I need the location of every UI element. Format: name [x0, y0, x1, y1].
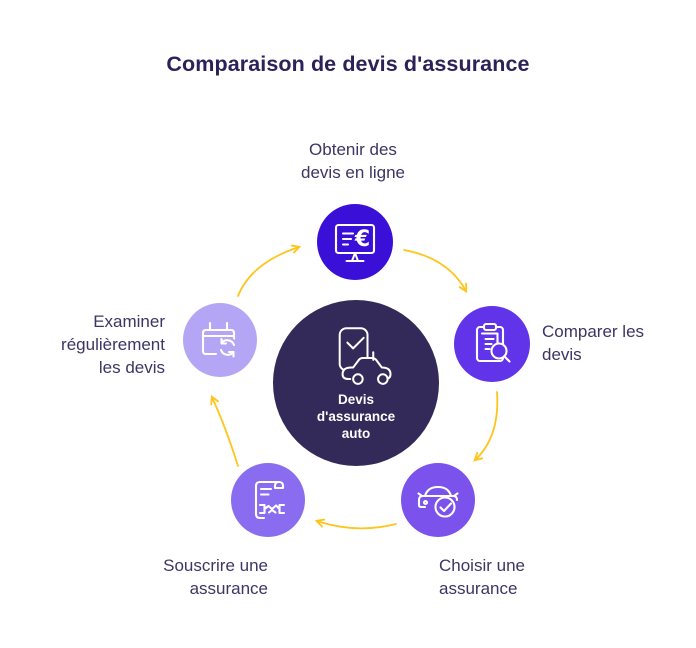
step-label-obtenir-devis: Obtenir des devis en ligne: [301, 140, 405, 182]
page-title: Comparaison de devis d'assurance: [166, 52, 530, 76]
phone-check-car-icon: [338, 326, 392, 385]
arrow-obtenir-to-comparer: [403, 249, 468, 294]
step-circle-choisir-assurance: [401, 463, 475, 537]
monitor-euro-icon: €: [334, 223, 376, 262]
hub-circle: Devis d'assurance auto: [273, 300, 439, 466]
step-label-souscrire-assurance: Souscrire une assurance: [163, 556, 268, 598]
contract-handshake-icon: [254, 480, 286, 520]
step-circle-obtenir-devis: €: [317, 204, 393, 280]
step-circle-examiner-devis: [183, 303, 257, 377]
step-circle-comparer-devis: [454, 306, 530, 382]
arrow-examiner-to-obtenir: [237, 244, 302, 297]
step-label-examiner-devis: Examiner régulièrement les devis: [61, 312, 165, 377]
car-check-icon: [417, 485, 459, 518]
arrow-comparer-to-choisir: [473, 391, 499, 462]
calendar-refresh-icon: [201, 321, 238, 358]
arrow-choisir-to-souscrire: [314, 518, 397, 530]
clipboard-search-icon: [475, 322, 511, 363]
svg-text:€: €: [354, 227, 370, 252]
arrow-souscrire-to-examiner: [210, 394, 239, 467]
step-label-comparer-devis: Comparer les devis: [542, 322, 645, 364]
hub-label: Devis d'assurance auto: [316, 391, 396, 441]
step-label-choisir-assurance: Choisir une assurance: [439, 556, 525, 598]
step-circle-souscrire-assurance: [231, 463, 305, 537]
